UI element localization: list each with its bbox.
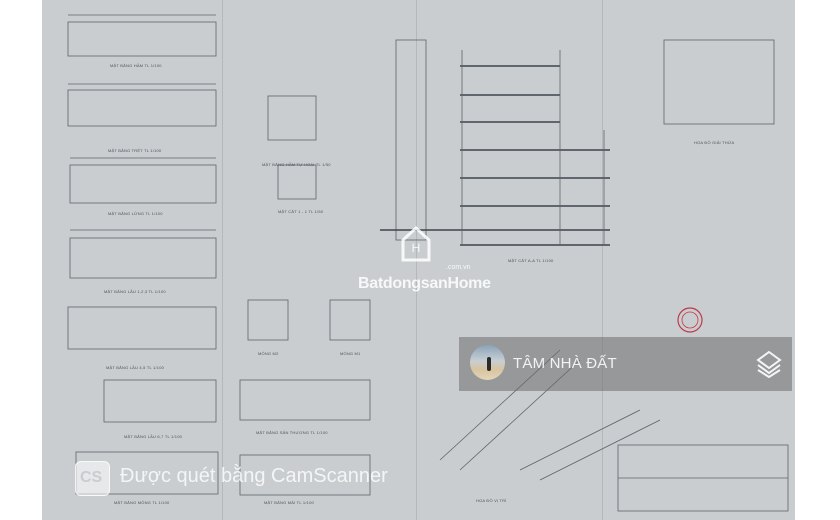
plan-label: MÓNG M1 xyxy=(340,351,361,356)
plan-label: MẶT BẰNG LẦU 1,2,3 TL 1/100 xyxy=(104,289,166,294)
camscanner-badge-text: CS xyxy=(80,469,103,486)
plan-label: MẶT CẮT A-A TL 1/100 xyxy=(508,258,554,263)
plan-label: MẶT BẰNG TRỆT TL 1/100 xyxy=(108,148,162,153)
avatar[interactable] xyxy=(470,345,505,380)
plan-label: MẶT BẰNG MÁI TL 1/100 xyxy=(264,500,314,505)
plan-label: MẶT BẰNG LỬNG TL 1/100 xyxy=(108,211,163,216)
plan-label: MẶT CẮT 1 - 1 TL 1/50 xyxy=(278,209,324,214)
plan-label: MẶT BẰNG HẦM TỰ HOẠI TL 1/50 xyxy=(262,162,331,167)
plan-label: MẶT BẰNG LẦU 4,5 TL 1/100 xyxy=(106,365,165,370)
plan-label: MẶT BẰNG LẦU 6,7 TL 1/100 xyxy=(124,434,183,439)
plan-label: MẶT BẰNG HẦM TL 1/100 xyxy=(110,63,162,68)
plan-label: HỌA ĐỒ GIẢI THỬA xyxy=(694,140,735,145)
plan-label: MÓNG M2 xyxy=(258,351,279,356)
fold-line xyxy=(222,0,223,520)
watermark-house-logo-icon: H xyxy=(401,225,431,262)
watermark-brand: BatdongsanHome xyxy=(358,275,491,292)
watermark-domain: .com.vn xyxy=(446,264,471,271)
plan-label: HỌA ĐỒ VỊ TRÍ xyxy=(476,498,507,503)
fold-line xyxy=(602,0,603,520)
plan-label: MẶT BẰNG SÂN THƯỢNG TL 1/100 xyxy=(256,430,328,435)
plan-label: MẶT BẰNG MÓNG TL 1/100 xyxy=(114,500,170,505)
watermark-logo-letter: H xyxy=(412,241,421,255)
camscanner-logo-icon: CS xyxy=(75,461,110,496)
layers-logo-icon xyxy=(756,350,782,378)
camscanner-watermark: Được quét bằng CamScanner xyxy=(120,465,388,487)
agent-name[interactable]: TÂM NHÀ ĐẤT xyxy=(513,355,617,372)
agent-banner[interactable] xyxy=(459,337,792,391)
